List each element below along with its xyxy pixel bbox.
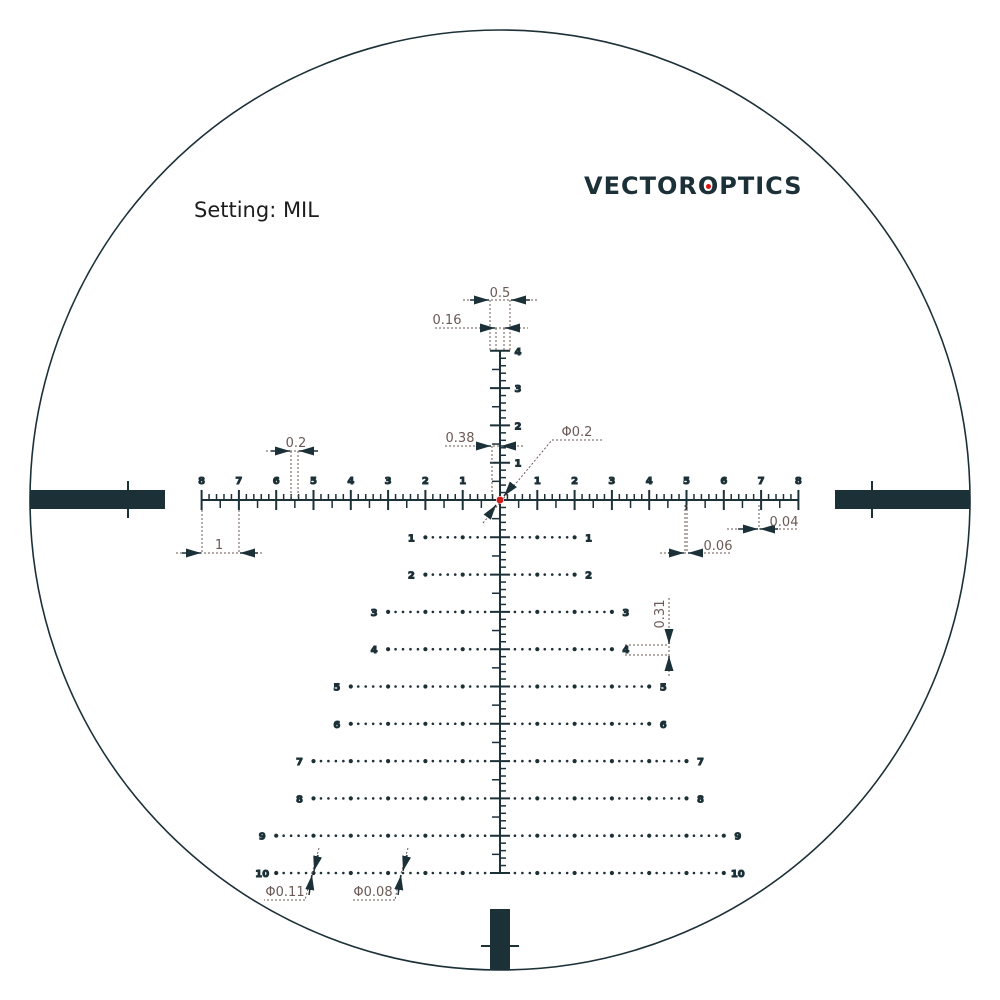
right-thick-post xyxy=(835,490,970,509)
left-thick-post xyxy=(30,490,165,509)
svg-text:0.38: 0.38 xyxy=(446,431,475,446)
svg-text:2: 2 xyxy=(571,476,578,487)
svg-text:6: 6 xyxy=(660,720,667,731)
svg-text:0.16: 0.16 xyxy=(433,313,462,328)
svg-text:0.5: 0.5 xyxy=(490,286,511,301)
svg-text:10: 10 xyxy=(731,869,745,880)
svg-text:6: 6 xyxy=(720,476,727,487)
svg-text:2: 2 xyxy=(422,476,429,487)
setting-label: Setting: MIL xyxy=(194,198,319,222)
svg-text:5: 5 xyxy=(310,476,317,487)
svg-text:1: 1 xyxy=(534,476,541,487)
svg-text:9: 9 xyxy=(734,832,741,843)
brand-suffix: PTICS xyxy=(719,172,803,200)
svg-text:1: 1 xyxy=(515,459,522,470)
svg-text:9: 9 xyxy=(259,832,266,843)
svg-text:3: 3 xyxy=(371,608,378,619)
svg-text:8: 8 xyxy=(795,476,802,487)
center-dot xyxy=(496,496,504,504)
svg-text:3: 3 xyxy=(608,476,615,487)
svg-text:3: 3 xyxy=(515,384,522,395)
svg-text:2: 2 xyxy=(585,571,592,582)
svg-text:6: 6 xyxy=(333,720,340,731)
svg-text:10: 10 xyxy=(255,869,269,880)
svg-text:Φ0.08: Φ0.08 xyxy=(353,885,392,900)
svg-text:1: 1 xyxy=(585,533,592,544)
brand-scope-icon: O xyxy=(698,172,719,200)
svg-text:7: 7 xyxy=(296,757,303,768)
svg-text:0.31: 0.31 xyxy=(653,600,668,629)
svg-text:2: 2 xyxy=(515,421,522,432)
svg-text:1: 1 xyxy=(408,533,415,544)
svg-text:5: 5 xyxy=(660,683,667,694)
svg-text:0.04: 0.04 xyxy=(770,515,799,530)
svg-text:6: 6 xyxy=(273,476,280,487)
svg-text:4: 4 xyxy=(515,347,522,358)
brand-logo: VECTOROPTICS xyxy=(584,172,802,200)
svg-text:7: 7 xyxy=(758,476,765,487)
svg-text:7: 7 xyxy=(235,476,242,487)
svg-text:4: 4 xyxy=(622,645,629,656)
svg-text:3: 3 xyxy=(622,608,629,619)
svg-text:2: 2 xyxy=(408,571,415,582)
svg-text:4: 4 xyxy=(371,645,378,656)
svg-text:3: 3 xyxy=(385,476,392,487)
svg-text:8: 8 xyxy=(198,476,205,487)
svg-text:Φ0.2: Φ0.2 xyxy=(562,425,593,440)
svg-text:Φ0.11: Φ0.11 xyxy=(265,885,304,900)
svg-text:5: 5 xyxy=(683,476,690,487)
svg-text:1: 1 xyxy=(215,538,223,553)
svg-text:0.06: 0.06 xyxy=(704,539,733,554)
svg-text:4: 4 xyxy=(646,476,653,487)
svg-text:8: 8 xyxy=(296,794,303,805)
svg-text:5: 5 xyxy=(333,683,340,694)
bottom-thick-post xyxy=(490,909,510,970)
svg-text:0.2: 0.2 xyxy=(286,436,307,451)
svg-text:7: 7 xyxy=(697,757,704,768)
svg-text:1: 1 xyxy=(459,476,466,487)
svg-text:8: 8 xyxy=(697,794,704,805)
svg-text:4: 4 xyxy=(347,476,354,487)
brand-prefix: VECTOR xyxy=(584,172,698,200)
